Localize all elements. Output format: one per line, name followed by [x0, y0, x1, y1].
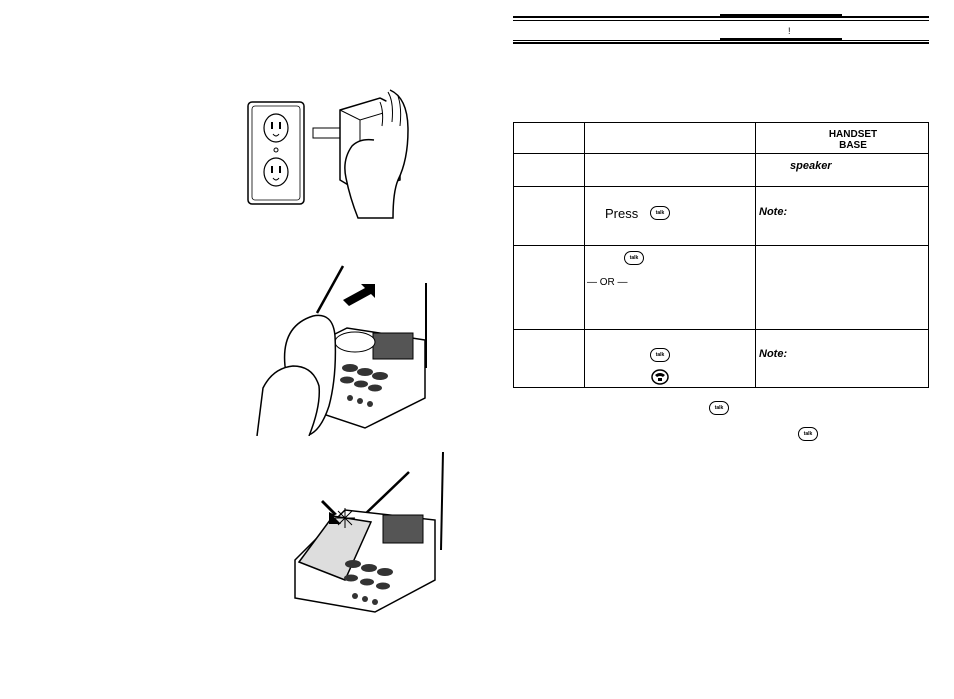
- header-tab-bottom: [720, 38, 842, 40]
- note-label: Note:: [759, 206, 788, 218]
- header-rule-thick-bottom: [513, 42, 929, 44]
- table-cell-4-1: talk: [584, 329, 756, 388]
- talk-button-icon: talk: [624, 251, 644, 265]
- or-separator: — OR —: [587, 277, 628, 288]
- talk-button-icon: talk: [709, 401, 729, 415]
- wall-outlet-adapter-illustration: [247, 89, 409, 219]
- handset-label: HANDSET: [828, 129, 878, 140]
- press-label: Press: [605, 206, 639, 221]
- table-cell-4-2: Note:: [755, 329, 929, 388]
- table-cell-1-2: speaker: [755, 153, 929, 187]
- table-cell-3-0: [513, 245, 585, 330]
- header-rule-thin-top: [513, 20, 929, 21]
- handset-placement-illustration: [256, 265, 427, 436]
- base-label: BASE: [839, 140, 867, 151]
- table-cell-3-2: [755, 245, 929, 330]
- header-mark: !: [788, 26, 791, 36]
- talk-button-icon: talk: [650, 348, 670, 362]
- note-label: Note:: [759, 348, 788, 360]
- table-cell-4-0: [513, 329, 585, 388]
- header-tab-top: [720, 14, 842, 16]
- talk-button-icon: talk: [650, 206, 670, 220]
- table-cell-1-1: [584, 153, 756, 187]
- table-cell-0-1: [584, 122, 756, 154]
- table-cell-2-2: Note:: [755, 186, 929, 246]
- table-cell-1-0: [513, 153, 585, 187]
- table-cell-2-0: [513, 186, 585, 246]
- instruction-table: HANDSET BASE speaker Press talk Note: ta…: [513, 122, 929, 388]
- table-cell-3-1: talk — OR —: [584, 245, 756, 330]
- table-cell-0-0: [513, 122, 585, 154]
- phone-button-icon: [651, 369, 669, 385]
- table-header-cell: HANDSET BASE: [755, 122, 929, 154]
- speaker-text: speaker: [790, 160, 832, 172]
- header-rule-thin-bottom: [513, 40, 929, 41]
- talk-button-icon: talk: [798, 427, 818, 441]
- table-cell-2-1: Press talk: [584, 186, 756, 246]
- header-rule-thick-top: [513, 16, 929, 18]
- handset-in-base-illustration: [294, 451, 444, 613]
